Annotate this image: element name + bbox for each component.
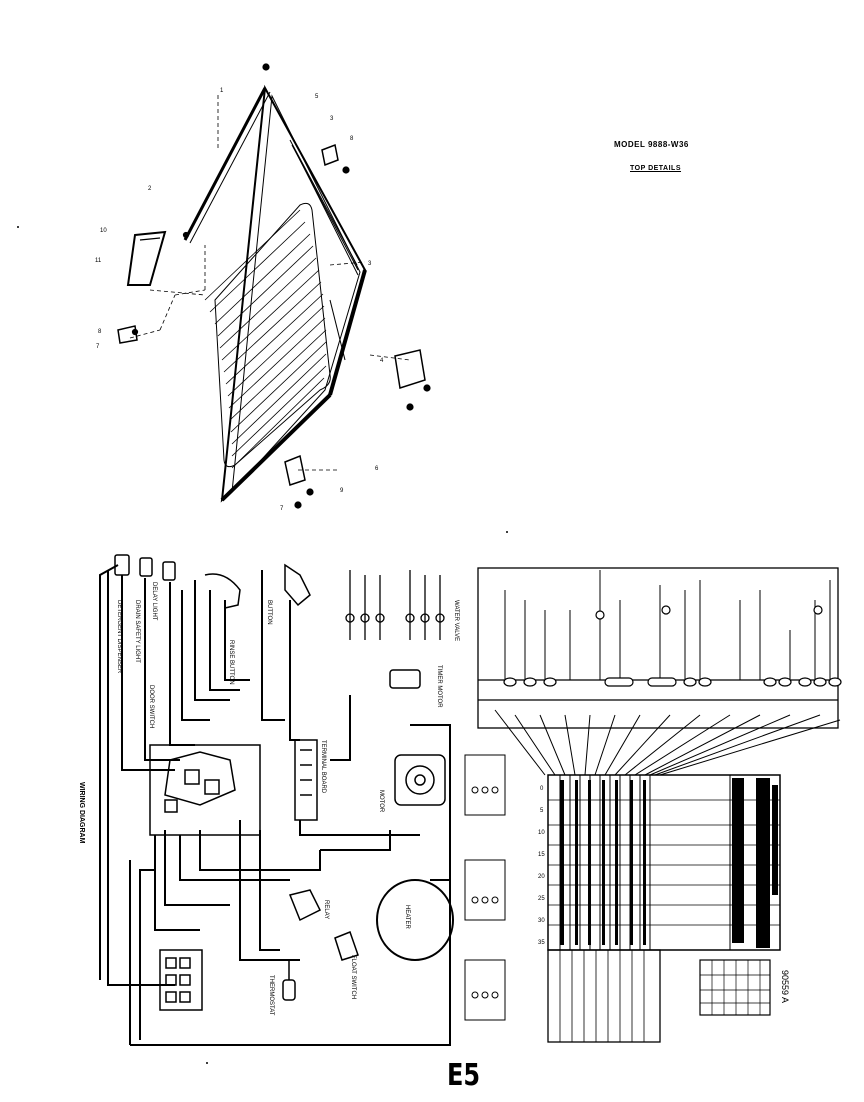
- top-details-subtitle: TOP DETAILS: [630, 165, 682, 172]
- svg-text:3: 3: [368, 261, 372, 267]
- ribbed-edge: [289, 139, 359, 361]
- inner-frame: [214, 202, 331, 468]
- svg-text:35: 35: [538, 940, 545, 946]
- svg-text:10: 10: [538, 830, 545, 836]
- svg-text:0: 0: [540, 786, 544, 792]
- label-9: THERMOSTAT: [268, 975, 274, 1016]
- relay: [288, 889, 322, 922]
- scan-marks: [17, 226, 508, 1064]
- page-label: E5: [447, 1058, 481, 1093]
- model-title: MODEL 9888-W36: [614, 140, 689, 149]
- terminal-board: [294, 739, 318, 821]
- side-bracket: [126, 230, 167, 286]
- svg-text:11: 11: [95, 258, 102, 264]
- motor: [394, 754, 446, 806]
- svg-text:7: 7: [280, 506, 284, 512]
- svg-text:5: 5: [540, 808, 544, 814]
- document-code: 90559 A: [780, 970, 790, 1004]
- label-12: WATER VALVE: [453, 600, 459, 641]
- label-7: HEATER: [404, 905, 410, 930]
- label-10: DOOR SWITCH: [148, 685, 154, 728]
- wiring-title: WIRING DIAGRAM: [78, 782, 85, 844]
- svg-text:20: 20: [538, 874, 545, 880]
- panel-ribs: [204, 209, 327, 469]
- corner-brackets: [117, 143, 426, 486]
- top-switches: [114, 554, 311, 609]
- label-13: TIMER MOTOR: [436, 665, 442, 708]
- label-5: TERMINAL BOARD: [320, 740, 326, 794]
- svg-text:4: 4: [380, 358, 384, 364]
- label-2: DELAY LIGHT: [151, 582, 157, 621]
- svg-text:2: 2: [148, 186, 152, 192]
- label-1: DRAIN SAFETY LIGHT: [134, 600, 140, 663]
- float-switch: [334, 931, 359, 961]
- svg-text:3: 3: [330, 116, 334, 122]
- label-0: DETERGENT DISPENSER: [116, 600, 122, 674]
- heater: [376, 879, 454, 961]
- drain-valve: [389, 669, 421, 689]
- ladder-schematic: [464, 567, 842, 1021]
- terminal-block: [159, 949, 203, 1011]
- label-6: MOTOR: [378, 790, 384, 813]
- svg-text:8: 8: [98, 329, 102, 335]
- exploded-top-view: 1 5 3 8 2 10 11 8 7 3 4 6 9 7: [95, 63, 431, 512]
- svg-text:5: 5: [315, 94, 319, 100]
- timer-contacts: [345, 570, 445, 640]
- svg-text:8: 8: [350, 136, 354, 142]
- label-8: FLOAT SWITCH: [350, 955, 356, 999]
- svg-text:10: 10: [100, 228, 107, 234]
- label-4: BUTTON: [266, 600, 272, 625]
- svg-text:9: 9: [340, 488, 344, 494]
- svg-text:30: 30: [538, 918, 545, 924]
- wiring-diagram: WIRING DIAGRAM DETERGENT DISPENSER DRAIN…: [78, 554, 459, 1046]
- fasteners: [131, 63, 431, 509]
- svg-text:6: 6: [375, 466, 379, 472]
- svg-text:15: 15: [538, 852, 545, 858]
- timer-sequence-chart: 0 5 10 15 20 25 30 35: [538, 774, 781, 1043]
- svg-text:25: 25: [538, 896, 545, 902]
- label-11: RELAY: [323, 900, 329, 919]
- svg-text:7: 7: [96, 344, 100, 350]
- svg-text:1: 1: [220, 88, 224, 94]
- thermostat: [282, 960, 296, 1001]
- label-3: RINSE BUTTON: [228, 640, 234, 685]
- control-cluster: [149, 744, 261, 836]
